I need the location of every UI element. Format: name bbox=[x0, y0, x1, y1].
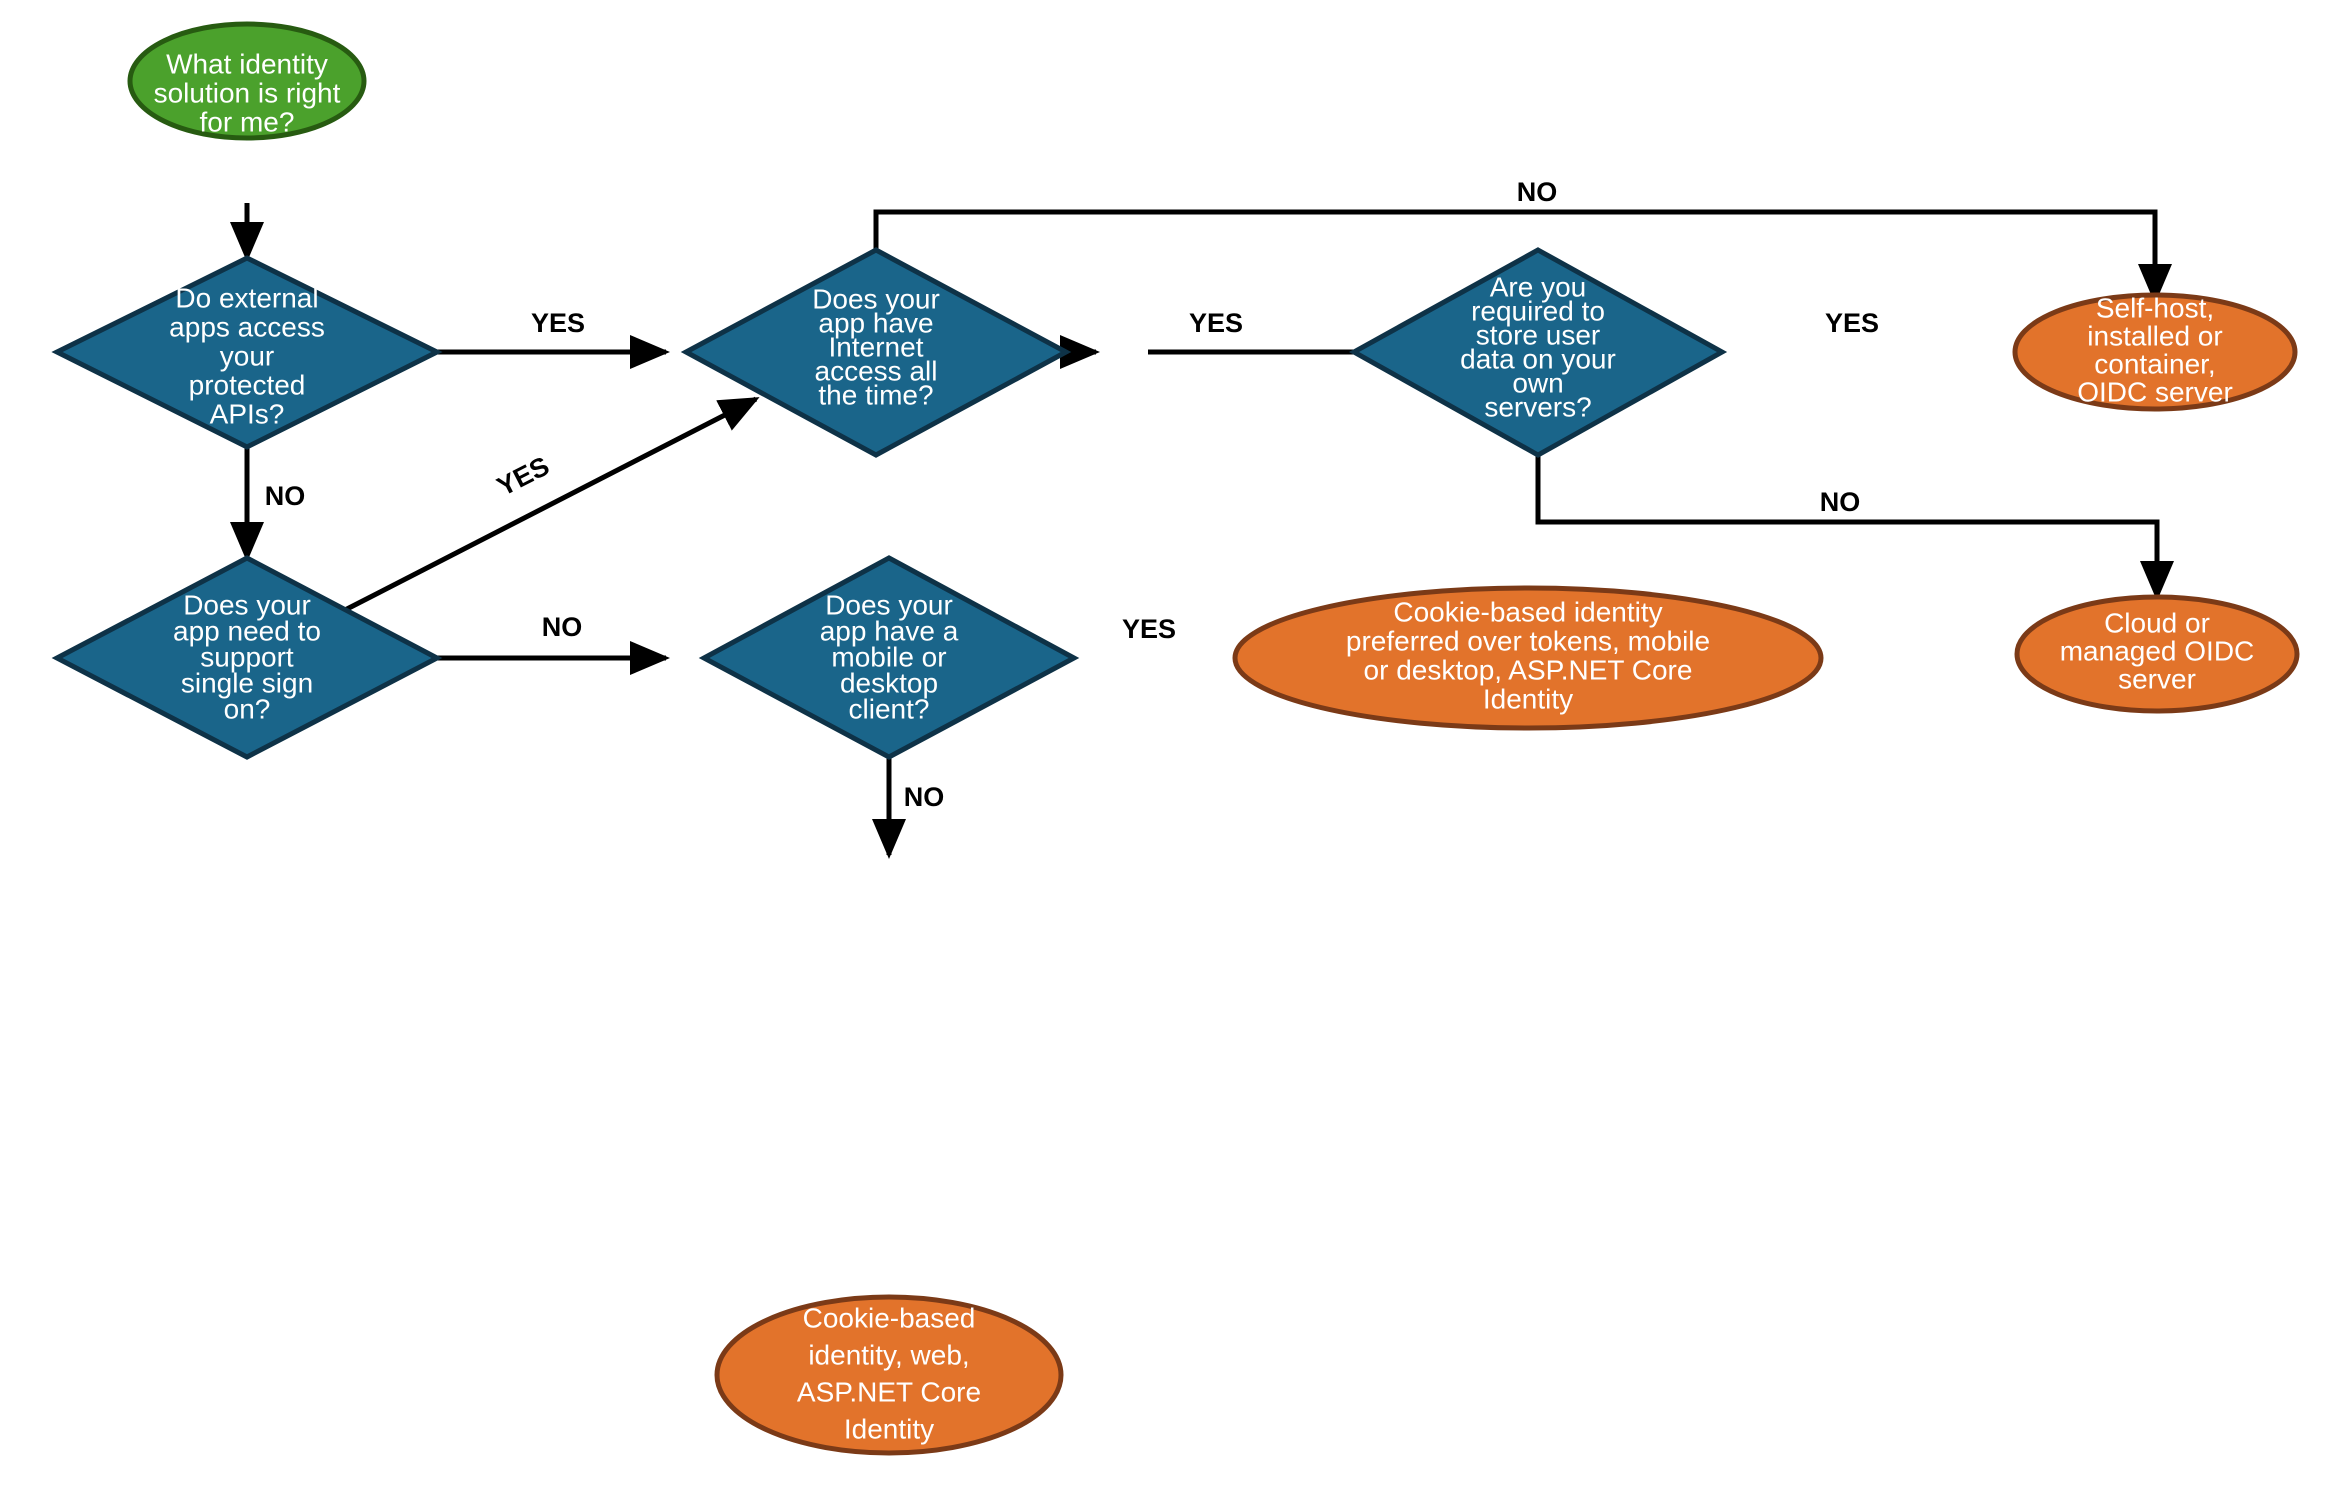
edge-label-store-data-yes: YES bbox=[1825, 308, 1879, 338]
edge-label-sso-yes: YES bbox=[492, 451, 554, 502]
edge-sso-yes-diagonal bbox=[343, 396, 760, 613]
node-decision-store-user-data[interactable]: Are you required to store user data on y… bbox=[1348, 247, 1728, 458]
edge-label-internet-no: NO bbox=[1517, 177, 1558, 207]
edge-label-store-data-no: NO bbox=[1820, 487, 1861, 517]
edge-label-external-apis-no: NO bbox=[265, 481, 306, 511]
node-terminal-self-host[interactable]: Self-host, installed or container, OIDC … bbox=[2012, 292, 2298, 412]
self-host-ellipse-shape[interactable] bbox=[2012, 292, 2298, 412]
edge-labels-layer: NO YES YES YES NO YES NO NO YES NO bbox=[265, 177, 1879, 812]
node-start[interactable]: What identity solution is right for me? bbox=[127, 21, 367, 141]
cloud-managed-ellipse-shape[interactable] bbox=[2014, 594, 2300, 714]
node-decision-internet-access[interactable]: Does your app have Internet access all t… bbox=[680, 247, 1072, 458]
edge-store-data-no bbox=[1535, 450, 2175, 602]
external-apis-diamond-shape[interactable] bbox=[51, 255, 443, 450]
store-user-data-diamond-shape[interactable] bbox=[1348, 247, 1728, 458]
start-ellipse-shape[interactable] bbox=[127, 21, 367, 141]
sso-diamond-shape[interactable] bbox=[51, 555, 443, 760]
edge-label-mobile-desktop-no: NO bbox=[904, 782, 945, 812]
internet-access-diamond-shape[interactable] bbox=[680, 247, 1072, 458]
cookie-web-ellipse-shape[interactable] bbox=[714, 1294, 1064, 1456]
edge-label-external-apis-yes: YES bbox=[531, 308, 585, 338]
node-terminal-cloud-managed[interactable]: Cloud or managed OIDC server bbox=[2014, 594, 2300, 714]
edge-label-internet-yes: YES bbox=[1189, 308, 1243, 338]
cookie-mobile-ellipse-shape[interactable] bbox=[1232, 585, 1824, 731]
node-terminal-cookie-mobile-desktop[interactable]: Cookie-based identity preferred over tok… bbox=[1232, 585, 1824, 731]
mobile-desktop-diamond-shape[interactable] bbox=[698, 555, 1080, 760]
node-decision-external-apis[interactable]: Do external apps access your protected A… bbox=[51, 255, 443, 450]
node-terminal-cookie-web[interactable]: Cookie-based identity, web, ASP.NET Core… bbox=[714, 1294, 1064, 1456]
edges-layer bbox=[230, 203, 2175, 860]
node-decision-sso[interactable]: Does your app need to support single sig… bbox=[51, 555, 443, 760]
edge-label-mobile-desktop-yes: YES bbox=[1122, 614, 1176, 644]
node-decision-mobile-desktop[interactable]: Does your app have a mobile or desktop c… bbox=[698, 555, 1080, 760]
edge-label-sso-no: NO bbox=[542, 612, 583, 642]
edge-internet-no bbox=[873, 209, 2173, 305]
